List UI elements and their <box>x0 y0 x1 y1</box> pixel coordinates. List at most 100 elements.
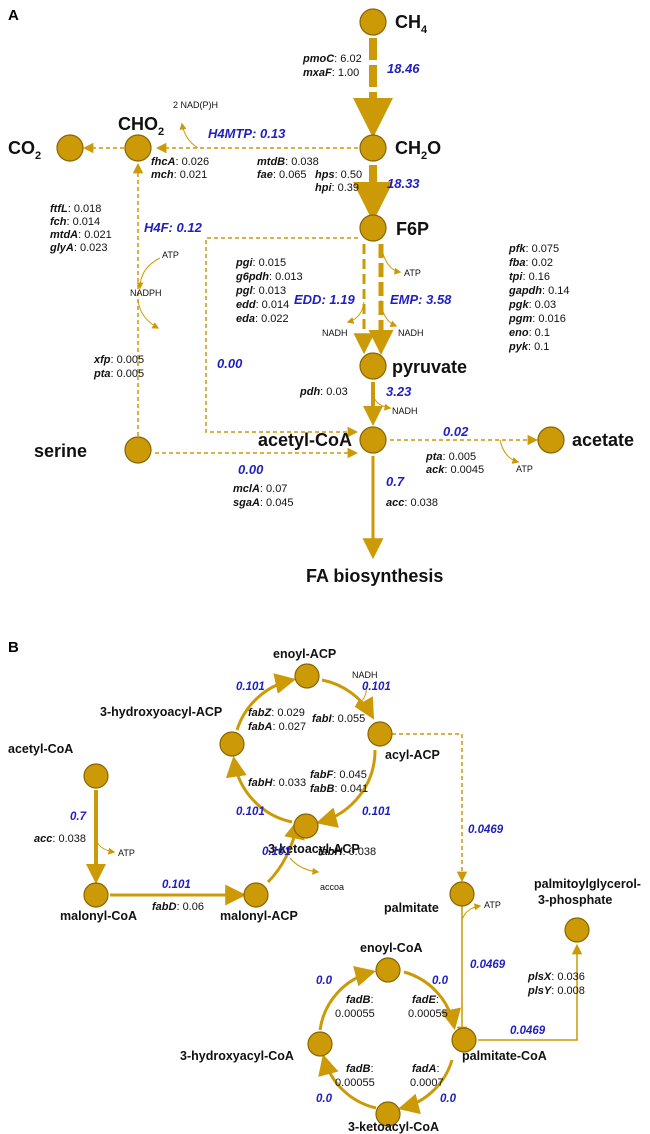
node-ch4 <box>359 8 387 36</box>
gene-label: ftfL: 0.018 <box>50 203 101 215</box>
gene-label: glyA: 0.023 <box>49 242 107 254</box>
gene-label: fabF: 0.045 <box>310 769 367 781</box>
curve-nadh-pdh <box>372 394 392 411</box>
flux-keto-hydroxy: 0.101 <box>236 806 265 818</box>
node-hydroxyacyl-acp <box>219 731 245 757</box>
cofactor-nadh-pdh: NADH <box>392 406 418 416</box>
flux-ch4-ch2o: 18.46 <box>387 61 420 76</box>
cofactor-nadh-edd: NADH <box>322 328 348 338</box>
curve-nadh-edd <box>346 301 365 324</box>
panel-b-label: B <box>8 639 19 656</box>
gene-label: tpi: 0.16 <box>509 271 550 283</box>
node-co2 <box>56 134 84 162</box>
edge-xfp <box>205 237 359 438</box>
edge-acyl-palmitate <box>392 733 468 883</box>
node-acetylcoa <box>359 426 387 454</box>
flux-fa: 0.7 <box>386 474 405 489</box>
label-ketoacylcoa: 3-ketoacyl-CoA <box>348 1120 439 1134</box>
flux-fabd: 0.101 <box>162 879 191 891</box>
label-acetate: acetate <box>572 430 634 450</box>
label-enoylcoa: enoyl-CoA <box>360 941 423 955</box>
gene-label: eno: 0.1 <box>509 327 550 339</box>
flux-malonylacp: 0.101 <box>262 846 291 858</box>
label-ch2o: CH2O <box>395 138 441 162</box>
node-hydroxyacylcoa <box>307 1031 333 1057</box>
gene-label: fadA: <box>412 1063 440 1075</box>
gene-label: hps: 0.50 <box>315 169 362 181</box>
flux-coa-pgp: 0.0469 <box>510 1025 546 1037</box>
curve-nadph-top <box>179 122 199 149</box>
gene-label: fae: 0.065 <box>257 169 307 181</box>
gene-label: mtdB: 0.038 <box>257 156 319 168</box>
flux-pdh: 3.23 <box>386 384 412 399</box>
flux-h4mtp: H4MTP: 0.13 <box>208 126 286 141</box>
label-pgp-line1: palmitoylglycerol- <box>534 877 641 891</box>
flux-edd: EDD: 1.19 <box>294 292 355 307</box>
label-serine: serine <box>34 441 87 461</box>
curve-nadh <box>354 685 367 707</box>
label-pgp-line2: 3-phosphate <box>538 893 612 907</box>
gene-label: mclA: 0.07 <box>233 483 287 495</box>
gene-label: sgaA: 0.045 <box>233 497 294 509</box>
gene-label: edd: 0.014 <box>236 299 289 311</box>
gene-label: pgm: 0.016 <box>508 313 566 325</box>
gene-label: pmoC: 6.02 <box>302 53 362 65</box>
cofactor-nadph-top: 2 NAD(P)H <box>173 100 218 110</box>
panel-a-label: A <box>8 7 19 24</box>
flux-acc: 0.7 <box>70 811 87 823</box>
gene-label: eda: 0.022 <box>236 313 289 325</box>
curve-atp-f6p <box>380 245 402 275</box>
gene-label: fabI: 0.055 <box>312 713 365 725</box>
cofactor-atp-acetate: ATP <box>516 464 533 474</box>
gene-label: plsY: 0.008 <box>527 985 585 997</box>
gene-label: acc: 0.038 <box>386 497 438 509</box>
node-palmitatecoa <box>451 1027 477 1053</box>
flux-emp: EMP: 3.58 <box>390 292 452 307</box>
gene-label: pta: 0.005 <box>425 451 476 463</box>
node-ketoacyl-acp <box>293 813 319 839</box>
gene-label: 0.00055 <box>335 1008 375 1020</box>
flux-ch2o-f6p: 18.33 <box>387 176 420 191</box>
node-pyruvate <box>359 352 387 380</box>
curve-atp-acc <box>95 839 116 855</box>
cofactor-nadh-emp: NADH <box>398 328 424 338</box>
flux-enoyl-acyl: 0.101 <box>362 681 391 693</box>
gene-label: 0.00055 <box>408 1008 448 1020</box>
cofactor-nadh-b: NADH <box>352 670 378 680</box>
label-f6p: F6P <box>396 219 429 239</box>
gene-label: xfp: 0.005 <box>93 354 144 366</box>
gene-label: gapdh: 0.14 <box>508 285 570 297</box>
label-fa-biosynthesis: FA biosynthesis <box>306 566 443 586</box>
curve-atp-acetate <box>499 439 520 464</box>
gene-label: fabZ: 0.029 <box>248 707 305 719</box>
curve-atp-palm <box>461 903 482 921</box>
gene-label: fadB: <box>346 1063 374 1075</box>
flux-palmitate-coa: 0.0469 <box>470 959 506 971</box>
node-cho2 <box>124 134 152 162</box>
label-co2: CO2 <box>8 138 41 162</box>
gene-label: fabD: 0.06 <box>152 901 204 913</box>
label-acetylcoa: acetyl-CoA <box>258 430 352 450</box>
gene-label: g6pdh: 0.013 <box>235 271 303 283</box>
label-acyl-acp: acyl-ACP <box>385 748 440 762</box>
gene-label: pgk: 0.03 <box>508 299 556 311</box>
gene-label: pta: 0.005 <box>93 368 144 380</box>
gene-label: fba: 0.02 <box>509 257 553 269</box>
panel-a-genes: pmoC: 6.02 mxaF: 1.00 fhcA: 0.026 mch: 0… <box>49 53 570 509</box>
curve-nadph-left <box>137 299 160 329</box>
gene-label: 0.0007 <box>410 1077 444 1089</box>
gene-label: plsX: 0.036 <box>527 971 585 983</box>
edge-palmcoa-ketocoa <box>397 1059 454 1115</box>
gene-label: mtdA: 0.021 <box>50 229 112 241</box>
gene-label: fabA: 0.027 <box>248 721 306 733</box>
cofactor-atp-palm: ATP <box>484 900 501 910</box>
panel-a-edges <box>82 38 539 560</box>
node-pgp <box>564 917 590 943</box>
gene-label: pyk: 0.1 <box>508 341 549 353</box>
gene-label: mxaF: 1.00 <box>303 67 359 79</box>
flux-serine: 0.00 <box>238 462 264 477</box>
gene-label: acc: 0.038 <box>34 833 86 845</box>
gene-label: fadE: <box>412 994 439 1006</box>
gene-label: fadB: <box>346 994 374 1006</box>
curve-atp-left <box>136 257 161 290</box>
